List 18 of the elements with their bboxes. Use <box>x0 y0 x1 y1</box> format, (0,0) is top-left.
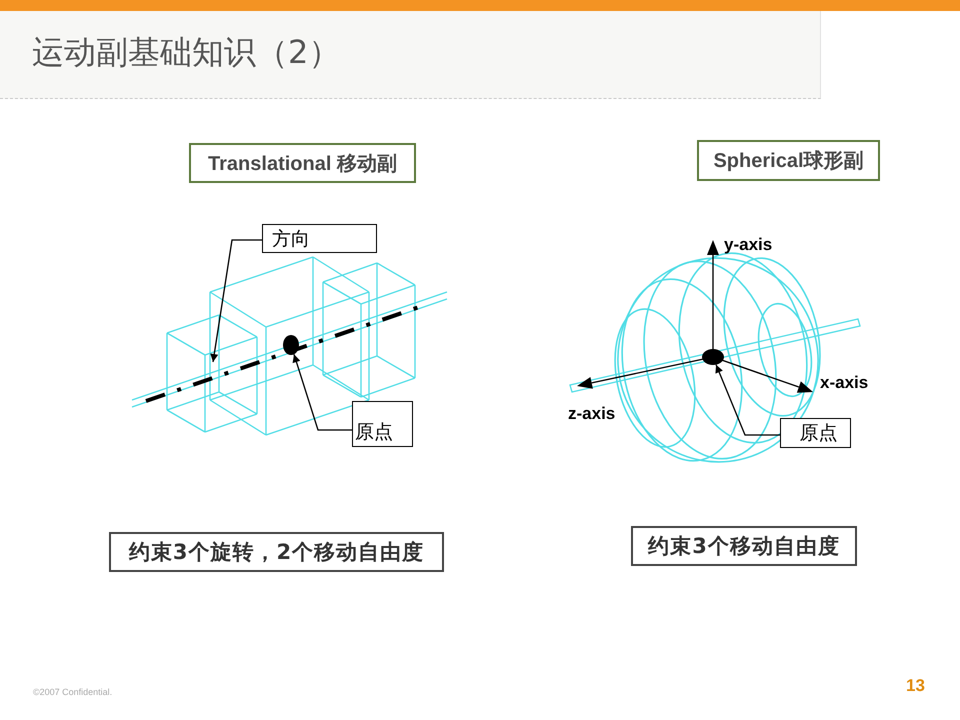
heading-box: Spherical球形副 <box>697 140 880 181</box>
axis-label: z-axis <box>568 404 616 424</box>
callout-box: 原点 <box>352 401 413 447</box>
origin-dot <box>702 349 724 365</box>
callout-box: 原点 <box>780 418 851 448</box>
slide-title: 运动副基础知识（2） <box>32 32 340 72</box>
leader-line <box>715 364 780 436</box>
footer-note: ©2007 Confidential. <box>33 687 112 697</box>
heading-box: Translational 移动副 <box>189 143 416 183</box>
note-box: 约束3个移动自由度 <box>631 526 857 566</box>
origin-dot <box>283 335 299 355</box>
callout-box: 方向 <box>262 224 377 253</box>
leader-line <box>210 239 262 362</box>
page-number: 13 <box>906 676 925 696</box>
note-box: 约束3个旋转，2个移动自由度 <box>109 532 444 572</box>
axis-label: x-axis <box>820 373 868 393</box>
axis-label: y-axis <box>724 235 772 255</box>
leader-line <box>292 354 352 431</box>
